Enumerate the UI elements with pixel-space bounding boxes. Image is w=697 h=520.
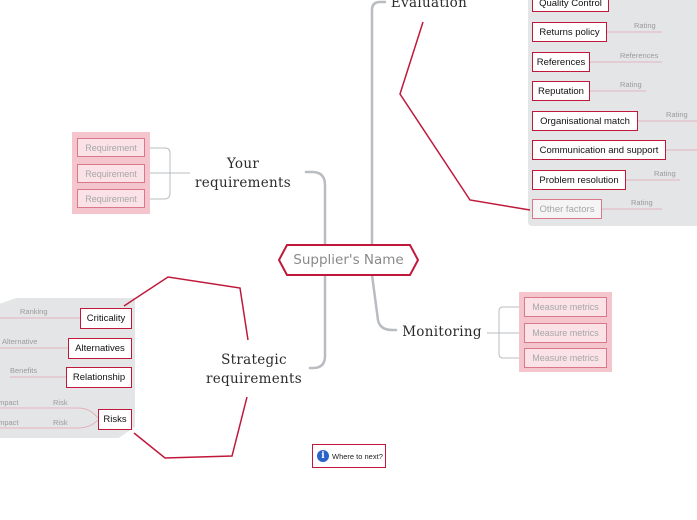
monitoring-item-label: Measure metrics xyxy=(532,302,599,312)
monitoring-item-label: Measure metrics xyxy=(532,328,599,338)
eval-side-label: Rating xyxy=(620,80,642,89)
eval-item-label: Communication and support xyxy=(539,144,659,156)
eval-item-label: Returns policy xyxy=(539,26,600,38)
requirement-item-label: Requirement xyxy=(85,168,137,179)
eval-item-label: Reputation xyxy=(538,85,584,97)
strategic-title-line2: requirements xyxy=(206,371,302,387)
strategic-item-risks[interactable]: Risks xyxy=(98,409,132,430)
branch-title-monitoring[interactable]: Monitoring xyxy=(396,323,488,342)
eval-item-quality-control[interactable]: Quality Control xyxy=(532,0,609,12)
where-to-next-label: Where to next? xyxy=(332,451,383,461)
strategic-item-label: Criticality xyxy=(86,313,126,324)
risk-risk-label: Risk xyxy=(53,418,68,427)
monitoring-item-label: Measure metrics xyxy=(532,353,599,363)
monitoring-item[interactable]: Measure metrics xyxy=(524,348,607,368)
eval-item-problem-resolution[interactable]: Problem resolution xyxy=(532,170,626,190)
strategic-item-criticality[interactable]: Criticality xyxy=(80,308,132,329)
eval-item-label: References xyxy=(536,56,586,68)
where-to-next-button[interactable]: i Where to next? xyxy=(312,444,386,468)
strategic-item-alternatives[interactable]: Alternatives xyxy=(68,338,132,359)
requirement-item-label: Requirement xyxy=(85,193,137,204)
monitoring-item[interactable]: Measure metrics xyxy=(524,297,607,317)
strategic-title-line1: Strategic xyxy=(221,352,287,368)
eval-item-label: Problem resolution xyxy=(539,174,619,186)
central-topic-shape xyxy=(278,244,419,276)
eval-side-label: References xyxy=(620,51,659,60)
info-icon: i xyxy=(317,450,329,462)
eval-side-label: Rating xyxy=(634,21,656,30)
central-topic[interactable]: Supplier's Name xyxy=(278,244,419,276)
strategic-side-label: Benefits xyxy=(10,366,38,375)
strategic-side-label: Ranking xyxy=(20,307,48,316)
monitoring-title-text: Monitoring xyxy=(402,324,482,340)
strategic-side-label: Alternative xyxy=(2,337,38,346)
requirement-item-label: Requirement xyxy=(85,142,137,153)
eval-item-reputation[interactable]: Reputation xyxy=(532,81,590,101)
strategic-item-label: Relationship xyxy=(72,372,126,383)
eval-item-label: Quality Control xyxy=(539,0,602,9)
requirements-title-line2: requirements xyxy=(195,175,291,191)
eval-item-label: Other factors xyxy=(539,203,595,215)
requirement-item[interactable]: Requirement xyxy=(77,189,145,208)
eval-item-other-factors[interactable]: Other factors xyxy=(532,199,602,219)
branch-title-evaluation[interactable]: Evaluation xyxy=(384,0,474,13)
strategic-item-label: Risks xyxy=(103,414,127,425)
risk-risk-label: Risk xyxy=(53,398,68,407)
eval-item-communication-support[interactable]: Communication and support xyxy=(532,140,666,160)
strategic-item-label: Alternatives xyxy=(75,343,125,354)
risk-impact-label: Impact xyxy=(0,398,19,407)
eval-side-label: Rating xyxy=(654,169,676,178)
requirement-item[interactable]: Requirement xyxy=(77,164,145,183)
eval-item-references[interactable]: References xyxy=(532,52,590,72)
risk-impact-label: Impact xyxy=(0,418,19,427)
eval-side-label: Rating xyxy=(631,198,653,207)
requirement-item[interactable]: Requirement xyxy=(77,138,145,157)
requirements-title-line1: Your xyxy=(226,156,260,172)
branch-title-strategic[interactable]: Strategic requirements xyxy=(198,351,310,389)
monitoring-item[interactable]: Measure metrics xyxy=(524,323,607,343)
evaluation-title-text: Evaluation xyxy=(390,0,468,11)
central-topic-label: Supplier's Name xyxy=(293,252,404,268)
eval-item-organisational-match[interactable]: Organisational match xyxy=(532,111,638,131)
eval-item-returns-policy[interactable]: Returns policy xyxy=(532,22,607,42)
strategic-item-relationship[interactable]: Relationship xyxy=(66,367,132,388)
branch-title-requirements[interactable]: Your requirements xyxy=(188,155,298,193)
eval-side-label: Rating xyxy=(666,110,688,119)
eval-item-label: Organisational match xyxy=(540,115,630,127)
